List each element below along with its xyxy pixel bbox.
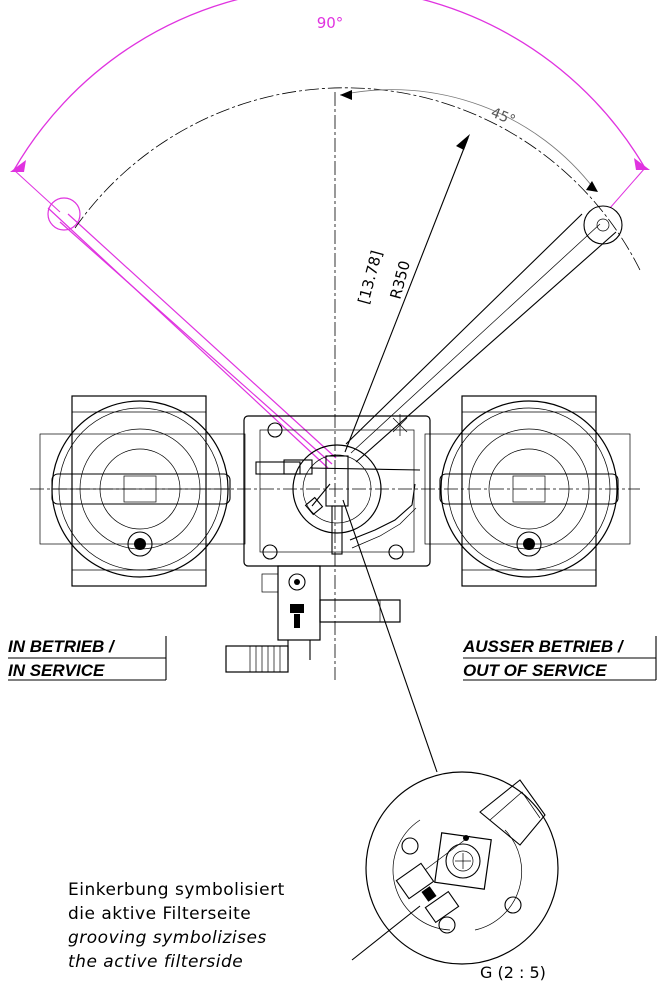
radius-dimension: [13.78] R350 <box>344 134 470 453</box>
swing-arrow-left <box>10 160 26 172</box>
lever-in-service-knob <box>47 197 81 231</box>
half-angle-dimension: 45° <box>339 89 598 192</box>
detail-view-label: G (2 : 5) <box>480 963 546 982</box>
swing-extension-left <box>13 169 61 213</box>
grooving-note-en-2: the active filterside <box>68 952 243 972</box>
left-drain-plug <box>127 531 153 557</box>
swing-angle-arc <box>13 0 646 171</box>
lever-in-service-outline <box>47 197 337 469</box>
detail-leader-line <box>342 499 438 773</box>
radius-arc <box>74 87 641 271</box>
in-service-label-box: IN BETRIEB / IN SERVICE <box>8 636 167 681</box>
swing-arrow-right <box>634 158 650 170</box>
grooving-note-de-1: Einkerbung symbolisiert <box>68 880 285 900</box>
out-of-service-label-box: AUSSER BETRIEB / OUT OF SERVICE <box>462 636 657 681</box>
grooving-note-de-2: die aktive Filterseite <box>68 904 251 924</box>
right-drain-plug <box>516 531 542 557</box>
radius-mm-label: R350 <box>386 259 413 301</box>
lever-out-of-service <box>345 205 623 463</box>
left-filter-housing <box>39 395 246 587</box>
half-angle-label: 45° <box>489 105 518 129</box>
out-of-service-label-en: OUT OF SERVICE <box>463 661 607 680</box>
note-leader-line <box>351 905 421 961</box>
out-of-service-label-de: AUSSER BETRIEB / <box>462 637 625 656</box>
in-service-label-en: IN SERVICE <box>8 661 105 680</box>
lever-out-of-service-knob <box>583 205 623 245</box>
detail-view-g <box>365 771 559 965</box>
in-service-label-de: IN BETRIEB / <box>8 637 116 656</box>
grooving-note-en-1: grooving symbolizises <box>68 928 267 948</box>
swing-angle-dimension: 90° <box>10 0 650 213</box>
radius-inch-label: [13.78] <box>354 249 386 306</box>
swing-angle-label: 90° <box>317 14 344 32</box>
lever-star-mark <box>392 414 408 436</box>
swing-extension-right <box>609 167 646 209</box>
lower-actuator <box>225 565 401 673</box>
right-filter-housing <box>424 395 631 587</box>
central-valve-block <box>243 415 431 567</box>
half-angle-arc <box>339 89 596 191</box>
